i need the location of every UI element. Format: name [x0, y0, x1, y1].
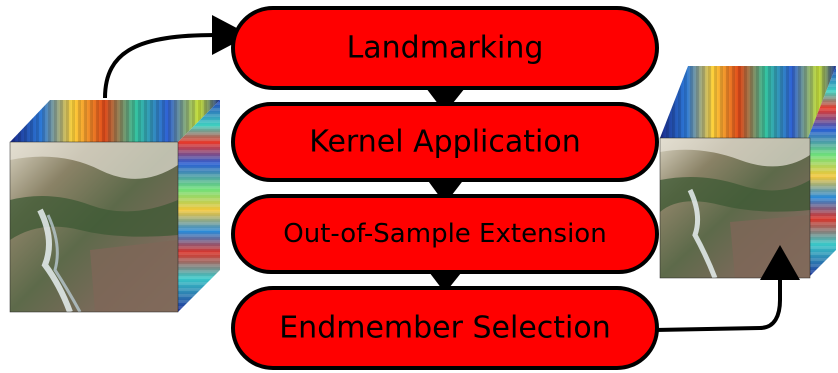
arrowhead-down-icon: [426, 178, 465, 204]
endmember-to-output-arrow: [654, 275, 782, 332]
arrowhead-right-icon: [212, 15, 250, 55]
input-to-landmarking-arrow: [103, 33, 216, 99]
output-data-cube: [659, 66, 836, 279]
connector-arrows: [103, 15, 800, 332]
input-data-cube: [9, 100, 220, 313]
output-cube-front-image: [660, 138, 810, 278]
step-label: Out-of-Sample Extension: [283, 219, 606, 249]
input-cube-front-image: [10, 142, 178, 312]
step-box: [231, 6, 659, 90]
arrowhead-down-icon: [426, 88, 465, 113]
step-label: Kernel Application: [309, 125, 580, 160]
step-label: Endmember Selection: [279, 311, 611, 346]
step-box: [231, 102, 659, 182]
step-out-of-sample-extension: Out-of-Sample Extension: [231, 194, 659, 274]
arrowhead-down-icon: [426, 268, 465, 293]
step-endmember-selection: Endmember Selection: [231, 286, 659, 370]
step-label: Landmarking: [347, 31, 544, 66]
step-landmarking: Landmarking: [231, 6, 659, 90]
step-box: [231, 286, 659, 370]
arrowhead-up-icon: [760, 245, 800, 280]
step-box: [231, 194, 659, 274]
step-kernel-application: Kernel Application: [231, 102, 659, 182]
